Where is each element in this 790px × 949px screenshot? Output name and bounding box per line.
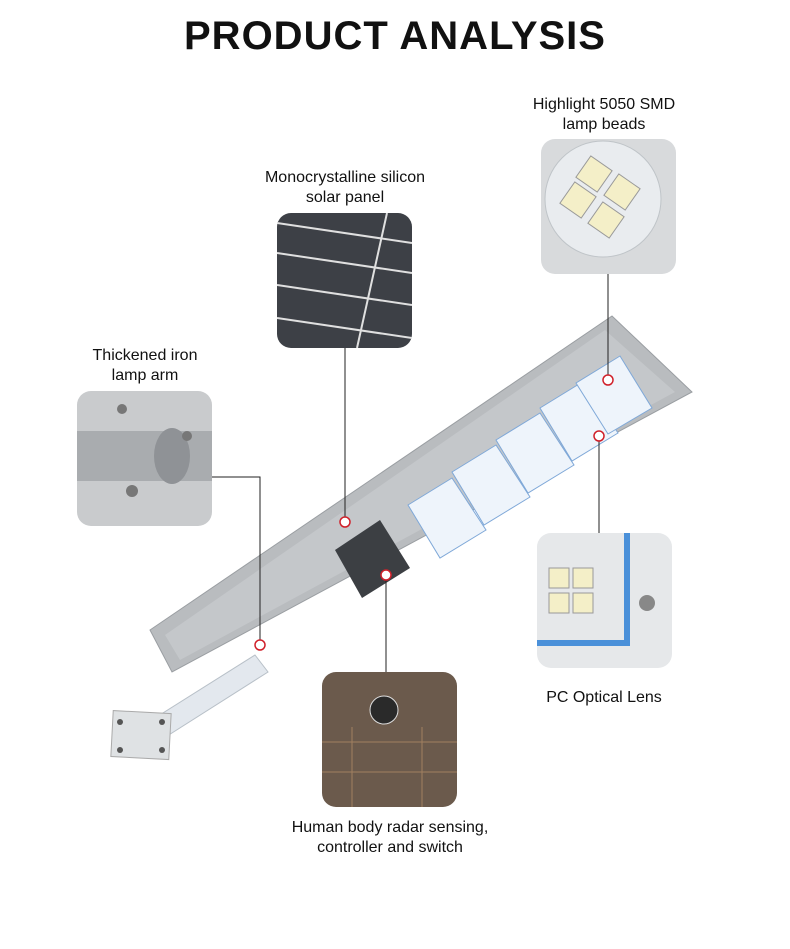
- radar-controller-image: [322, 672, 457, 807]
- lamp-arm: [110, 654, 269, 761]
- page-title: PRODUCT ANALYSIS: [184, 14, 606, 58]
- label-line: PC Optical Lens: [546, 689, 662, 706]
- leader-lines: [212, 273, 609, 672]
- callout-label-lens: PC Optical Lens: [474, 688, 734, 708]
- radar-window: [335, 520, 410, 598]
- lamp-arm-image: [77, 391, 212, 526]
- callout-label-solar: Monocrystalline silicon solar panel: [215, 168, 475, 208]
- callout-label-radar: Human body radar sensing, controller and…: [230, 818, 550, 858]
- optical-lens-image: [537, 533, 672, 668]
- label-line: lamp beads: [562, 116, 646, 133]
- label-line: Human body radar sensing,: [291, 819, 489, 836]
- callout-dots: [254, 374, 614, 651]
- label-line: lamp arm: [111, 367, 179, 384]
- label-line: Monocrystalline silicon: [264, 169, 426, 186]
- callout-label-leds: Highlight 5050 SMD lamp beads: [474, 95, 734, 135]
- label-line: controller and switch: [317, 839, 463, 856]
- callout-label-arm: Thickened iron lamp arm: [15, 346, 275, 386]
- label-line: Highlight 5050 SMD: [532, 96, 676, 113]
- led-beads-image: [541, 139, 676, 274]
- label-line: solar panel: [305, 189, 385, 206]
- label-line: Thickened iron: [92, 347, 198, 364]
- solar-panel-image: [277, 213, 412, 348]
